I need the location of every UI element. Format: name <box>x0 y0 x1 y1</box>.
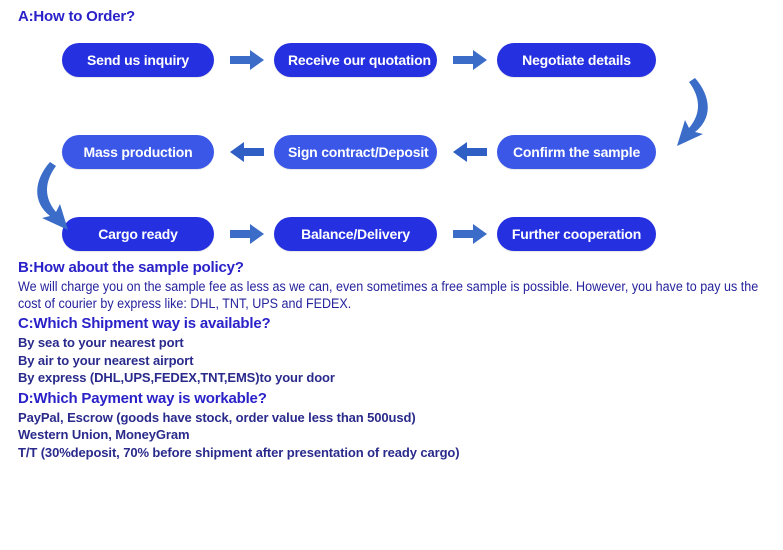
flow-step-sign-contract-deposit[interactable]: Sign contract/Deposit <box>274 135 437 169</box>
flow-step-balance-delivery[interactable]: Balance/Delivery <box>274 217 437 251</box>
arrow-right-icon <box>228 47 266 73</box>
list-item: Western Union, MoneyGram <box>18 427 190 442</box>
arrow-left-icon <box>451 139 489 165</box>
flow-step-confirm-the-sample[interactable]: Confirm the sample <box>497 135 656 169</box>
curved-arrow-down-left-icon <box>645 74 719 152</box>
arrow-left-icon <box>228 139 266 165</box>
flow-step-cargo-ready[interactable]: Cargo ready <box>62 217 214 251</box>
flow-step-mass-production[interactable]: Mass production <box>62 135 214 169</box>
arrow-right-icon <box>228 221 266 247</box>
arrow-right-icon <box>451 47 489 73</box>
flow-step-receive-our-quotation[interactable]: Receive our quotation <box>274 43 437 77</box>
list-item: PayPal, Escrow (goods have stock, order … <box>18 409 416 425</box>
section-b-body: We will charge you on the sample fee as … <box>18 279 759 311</box>
flow-step-send-us-inquiry[interactable]: Send us inquiry <box>62 43 214 77</box>
list-item: By sea to your nearest port <box>18 335 184 350</box>
list-item: By express (DHL,UPS,FEDEX,TNT,EMS)to you… <box>18 370 335 385</box>
flow-step-negotiate-details[interactable]: Negotiate details <box>497 43 656 77</box>
section-c-lines: By sea to your nearest port By air to yo… <box>18 334 773 387</box>
section-d-lines: PayPal, Escrow (goods have stock, order … <box>18 409 773 462</box>
section-c-heading: C:Which Shipment way is available? <box>18 315 271 332</box>
list-item: T/T (30%deposit, 70% before shipment aft… <box>18 444 460 460</box>
section-b-heading: B:How about the sample policy? <box>18 259 244 276</box>
flow-row-3: Cargo ready Balance/Delivery Further coo… <box>0 212 783 256</box>
flow-step-further-cooperation[interactable]: Further cooperation <box>497 217 656 251</box>
section-d-heading: D:Which Payment way is workable? <box>18 389 267 407</box>
list-item: By air to your nearest airport <box>18 352 194 368</box>
arrow-right-icon <box>451 221 489 247</box>
section-a-heading: A:How to Order? <box>18 8 135 25</box>
faq-text-block: B:How about the sample policy? We will c… <box>18 259 773 464</box>
flow-row-1: Send us inquiry Receive our quotation Ne… <box>0 38 783 82</box>
flow-row-2: Mass production Sign contract/Deposit Co… <box>0 130 783 174</box>
curved-arrow-down-right-icon <box>26 158 100 236</box>
order-flow-diagram: Send us inquiry Receive our quotation Ne… <box>0 38 783 260</box>
